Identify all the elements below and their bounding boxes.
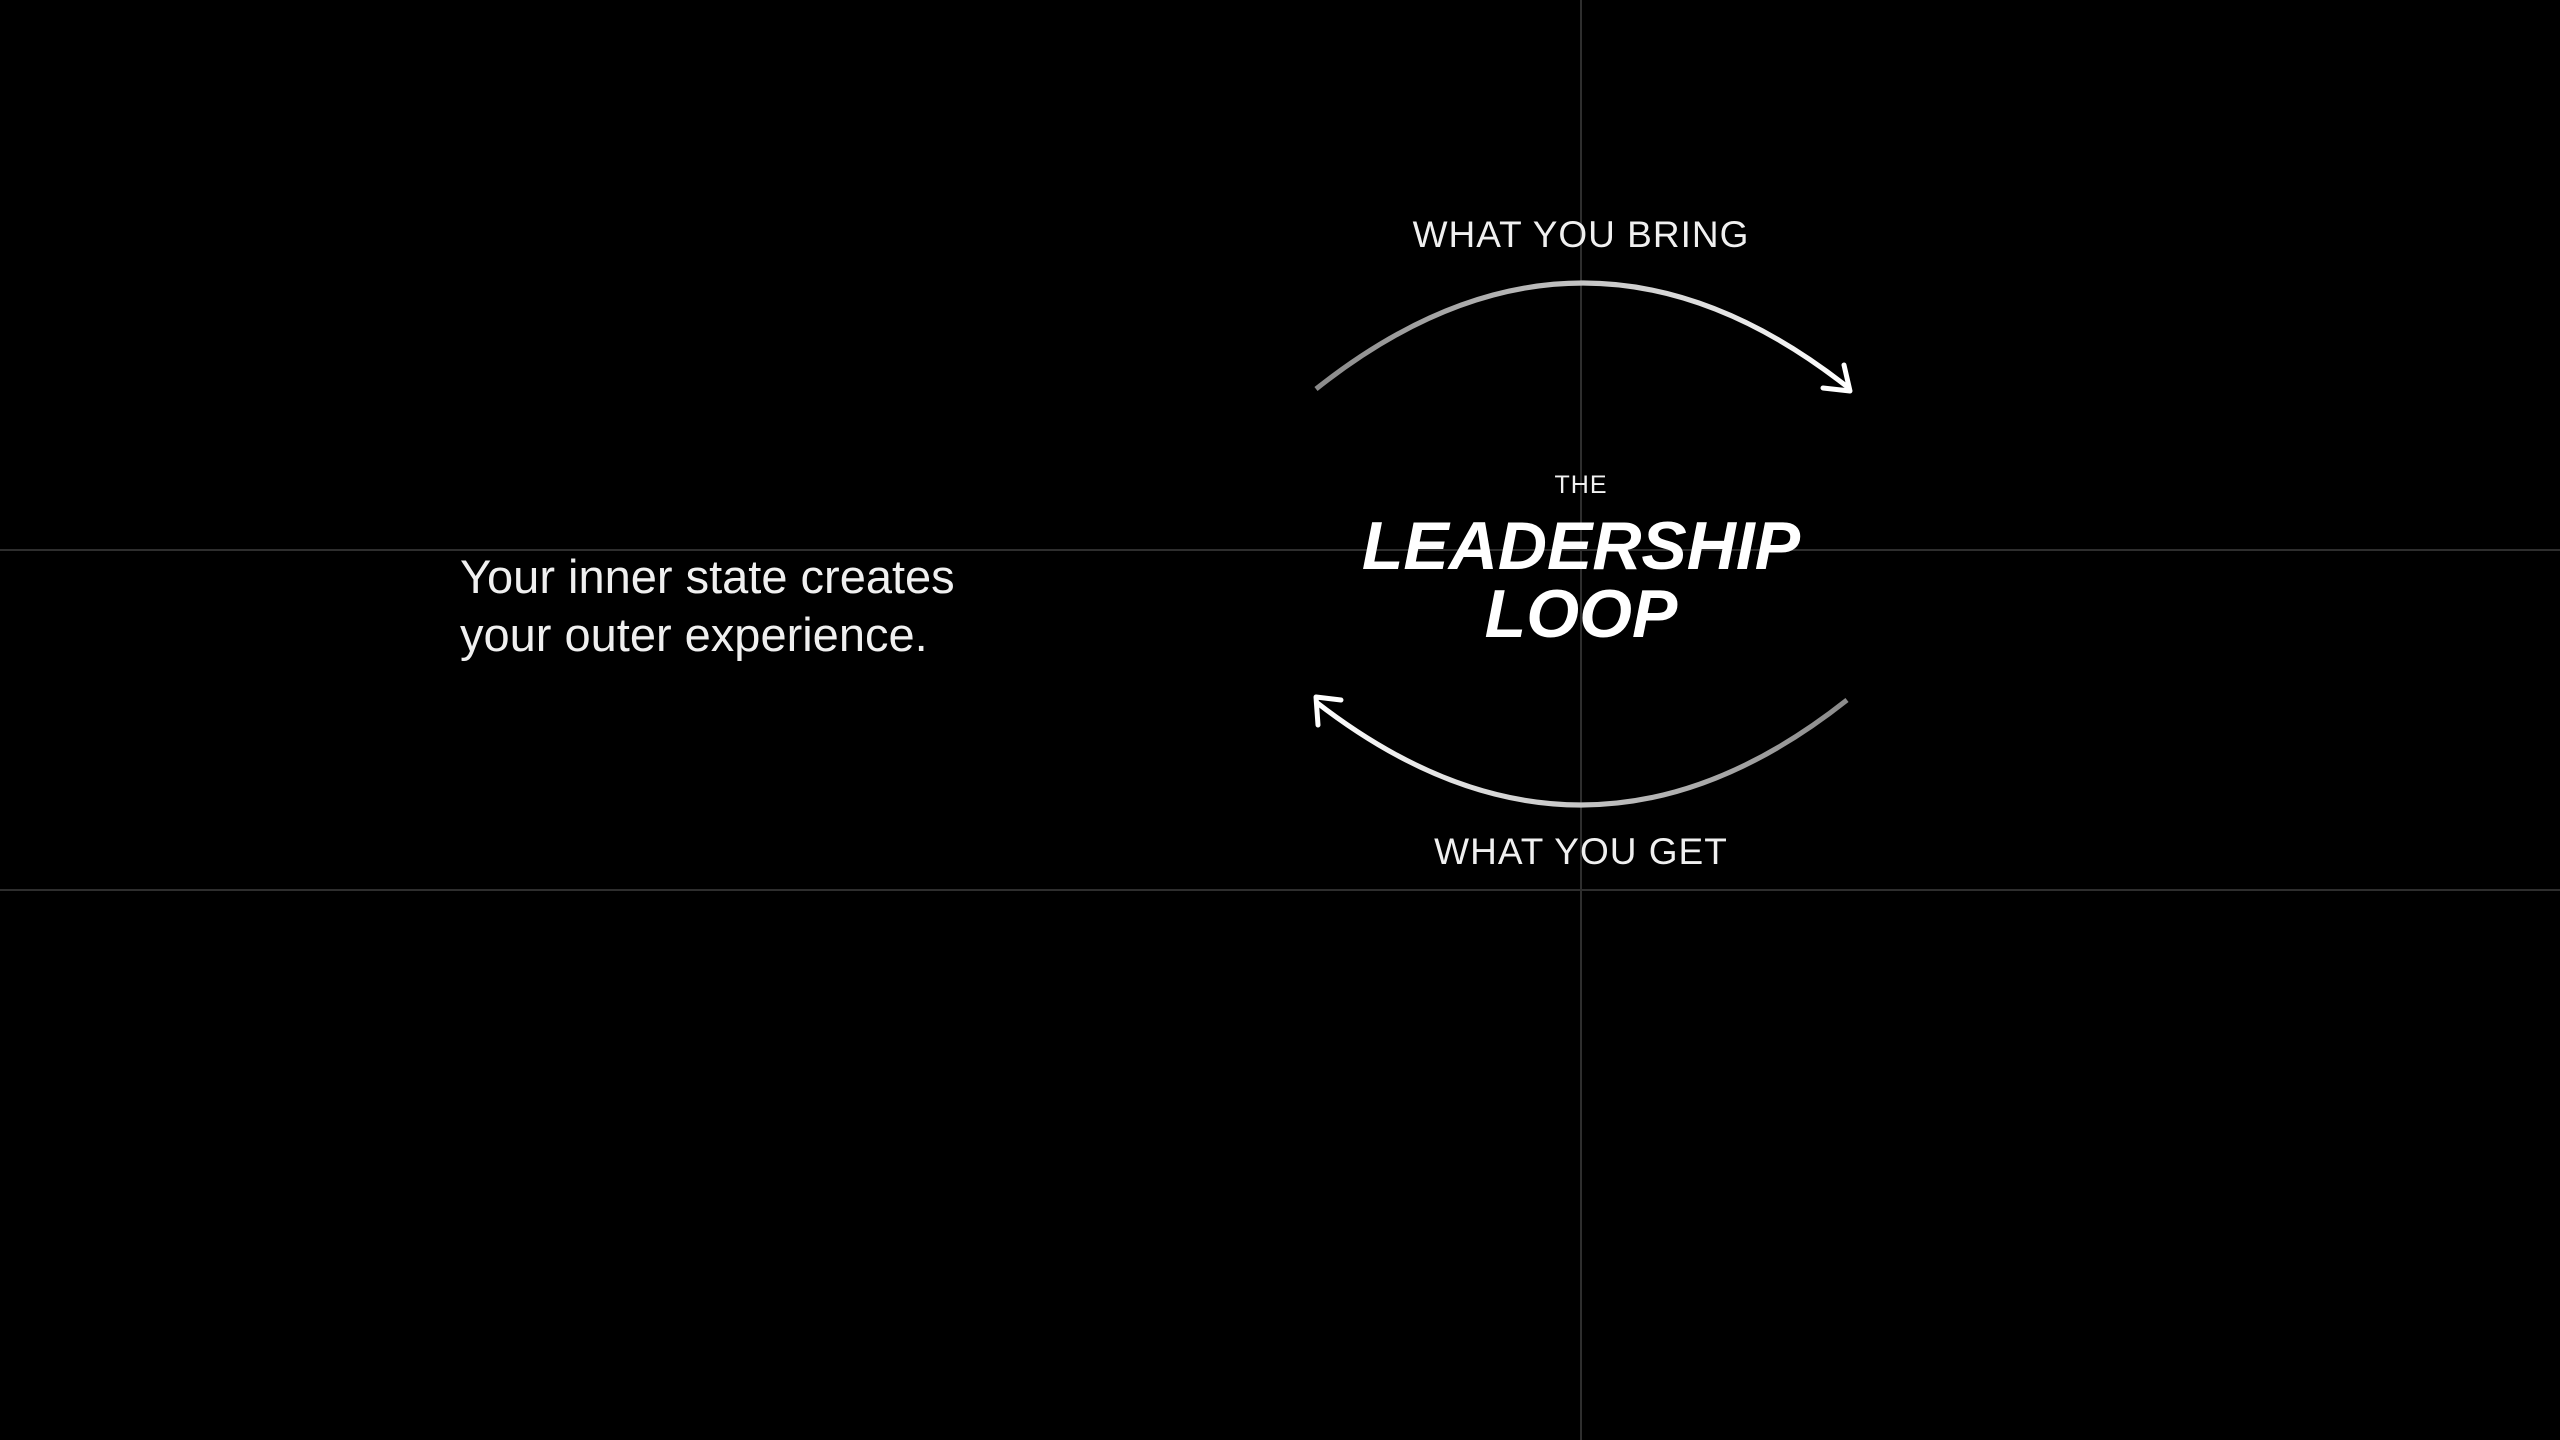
tagline-line-1: Your inner state creates	[460, 550, 955, 603]
vertical-guide-line	[1580, 0, 1582, 1440]
leadership-loop-title: LEADERSHIP LOOP	[1231, 512, 1931, 648]
title-prefix: THE	[1554, 471, 1608, 499]
bottom-arrow-icon	[1313, 694, 1849, 808]
title-line-2: LOOP	[1484, 576, 1678, 652]
title-line-1: LEADERSHIP	[1361, 508, 1801, 584]
tagline-line-2: your outer experience.	[460, 608, 928, 661]
what-you-get-label: WHAT YOU GET	[1434, 831, 1728, 872]
horizontal-guide-line-bottom	[0, 889, 2560, 891]
tagline: Your inner state creates your outer expe…	[460, 548, 955, 664]
top-arrow-icon	[1314, 280, 1853, 394]
what-you-bring-label: WHAT YOU BRING	[1412, 214, 1750, 255]
horizontal-guide-line-top	[0, 549, 2560, 551]
